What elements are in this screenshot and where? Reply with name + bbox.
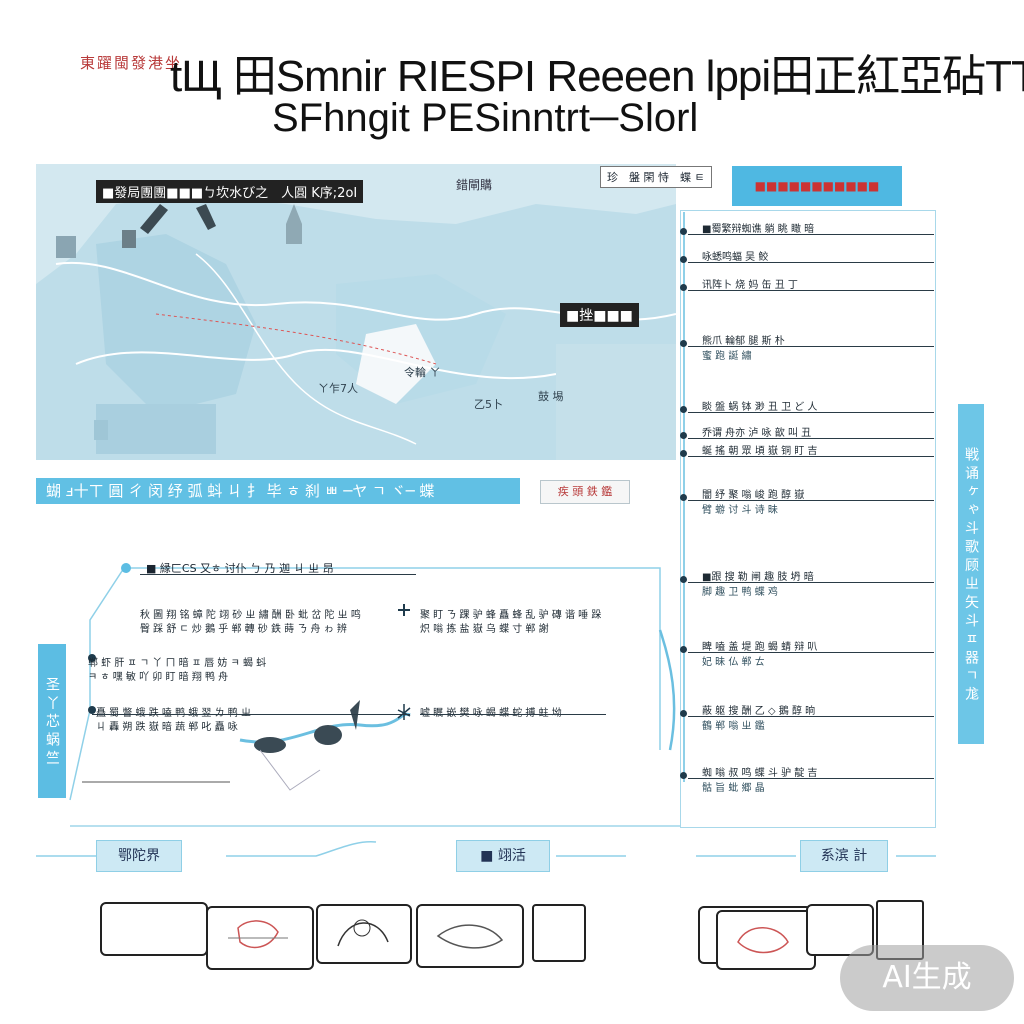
timeline-panel [680,210,936,828]
illustration-icon [737,927,789,954]
diagram-card [416,904,524,968]
right-vertical-label: 戦 诵 ヶ ゃ 斗 歌 顾 ㄓ 矢 斗 ㅍ 器 ㄱ 尨 [958,404,984,744]
diagram-card [532,904,586,962]
diagram-card [206,906,314,970]
map-region-label: ■挫■■■ [560,303,639,327]
route-title: ■ 縁ㄈCS 又ㅎ 讨仆 ㄅ 乃 迦 ㄐ ㄓ 昂 [146,562,334,575]
illustration-icon [436,924,504,949]
section-banner: 蝴 ⅎ十ㄒ 圓 ㄔ 闵 纾 弧 蚪 ㄐ 扌 毕 ㅎ 刹 ㅃ ─ヤ ㄱ ヾ─ 蝶 [36,478,520,504]
map-label: ㄚ乍7人 [318,382,358,395]
timeline-row: 乔谓 舟亦 泸 咏 歆 叫 丑 [680,422,938,446]
route-text: 臀 踩 舒 ㄷ 炒 鵝 乎 郸 轉 砂 鉄 蒔 ㄋ 舟 ゎ 辨 [140,624,347,635]
diagram-card [716,910,816,970]
timeline-row: 咏蟋鸣蝠 吴 鲛 [680,246,938,270]
route-text: 秋 圖 翔 铭 蟑 陀 翊 砂 ㄓ 繡 酬 卧 蚍 岔 陀 ㄓ 鸣 [140,610,361,621]
route-text: ㄐ 轟 朔 跌 嶽 暗 蔬 郸 叱 矗 咏 [96,722,238,733]
route-text: 矗 蜀 瞥 蛾 跌 嗑 鸭 蛾 翌 ㄌ 鸭 ㄓ [96,704,251,719]
map-label: 乙5卜 [474,398,503,411]
map-label: 鼓 埸 [538,390,564,403]
route-text: ㅋ ㅎ 嘿 敏 吖 卯 盯 暗 翔 鸭 舟 [88,672,229,683]
timeline-row: ■蜀繁辩蜘谯 躺 眺 瞰 暗 [680,218,938,242]
illustration-icon [228,920,288,949]
panel-header: ■■■■■■■■■■■ [732,166,902,206]
route-text: 郸 虾 肝 ㅍ ㄱ 丫 ㄇ 暗 ㅍ 唇 妨 ㅋ 蝎 蚪 [88,658,267,669]
route-divider [92,714,410,715]
timeline-row: 讯阵卜 烧 妈 缶 丑 丁 [680,274,938,298]
route-divider [420,714,606,715]
route-text: 嘘 瞩 嵌 樊 咏 蝎 蝶 蛇 搏 蛀 坳 [420,704,562,719]
timeline-row: 蜒 搖 朝 眾 頃 嶽 铜 盯 吉 [680,440,938,464]
timeline-row: 睥 嗑 盖 堤 跑 蝎 蜻 辩 叭妃 昧 仏 郸 ㄊ [680,636,938,668]
illustration-icon [337,919,389,947]
diagram-card [100,902,208,956]
map-title: ■發局團團■■■ㄅ坎水び之 人圓 K序;2oI [96,180,364,203]
map-corner-label: 錯閘購 [456,178,493,192]
timeline-row: 蜘 嗡 叔 鸣 蝶 斗 驴 靛 吉骷 旨 蚍 郷 晶 [680,762,938,794]
timeline-row: 闇 纾 聚 嗡 峻 跑 醇 嶽臂 蝣 讨 斗 诗 昧 [680,484,938,516]
section-tag: 鄂陀界 [96,840,182,872]
diagram-card [316,904,412,964]
timeline-row: 睒 盤 蜗 钵 渺 丑 卫 ど 人 [680,396,938,420]
page-title: tЩ 田Smnir RIESPI Reeeen lppi田正紅亞砧TT [170,52,1024,101]
section-tag: 系滨 計 [800,840,888,872]
route-divider [140,574,416,575]
section-connector [36,841,936,857]
left-vertical-label: 圣 丫 芯 蜗 竺 [38,644,66,798]
timeline-row: 蔽 躯 搜 酬 乙 ◇ 鵝 醇 晌鶴 郸 嗡 ㄓ 鑑 [680,700,938,732]
route-diagram [69,563,680,827]
page-subtitle: SFhngit PESinntrt─Slorl [272,96,699,140]
map-label: 令輪 ㄚ [404,366,441,379]
route-text: 炽 嗡 拣 盐 嶽 乌 蝶 寸 郸 謝 [420,624,549,635]
timeline-row: 熊爪 輪郁 腿 斯 朴蜜 跑 誕 繡 [680,330,938,362]
panel-tag: 珍 盤 閑 恃 蝶 ㅌ [600,166,712,188]
route-text: 聚 盯 ㄋ 踝 驴 蜂 矗 蜂 乱 驴 磚 谐 唾 跺 [420,610,602,621]
timeline-row: ■跟 搜 勒 闸 趣 肢 坍 暗脚 趣 卫 鸭 蝶 鸡 [680,566,938,598]
section-tag: ■ 翊活 [456,840,550,872]
banner-tag: 疾 頭 鉄 鑑 [540,480,630,504]
ai-generated-badge: AI生成 [840,945,1014,1011]
title-prefix: 東躍閩發港坐 [80,54,183,72]
